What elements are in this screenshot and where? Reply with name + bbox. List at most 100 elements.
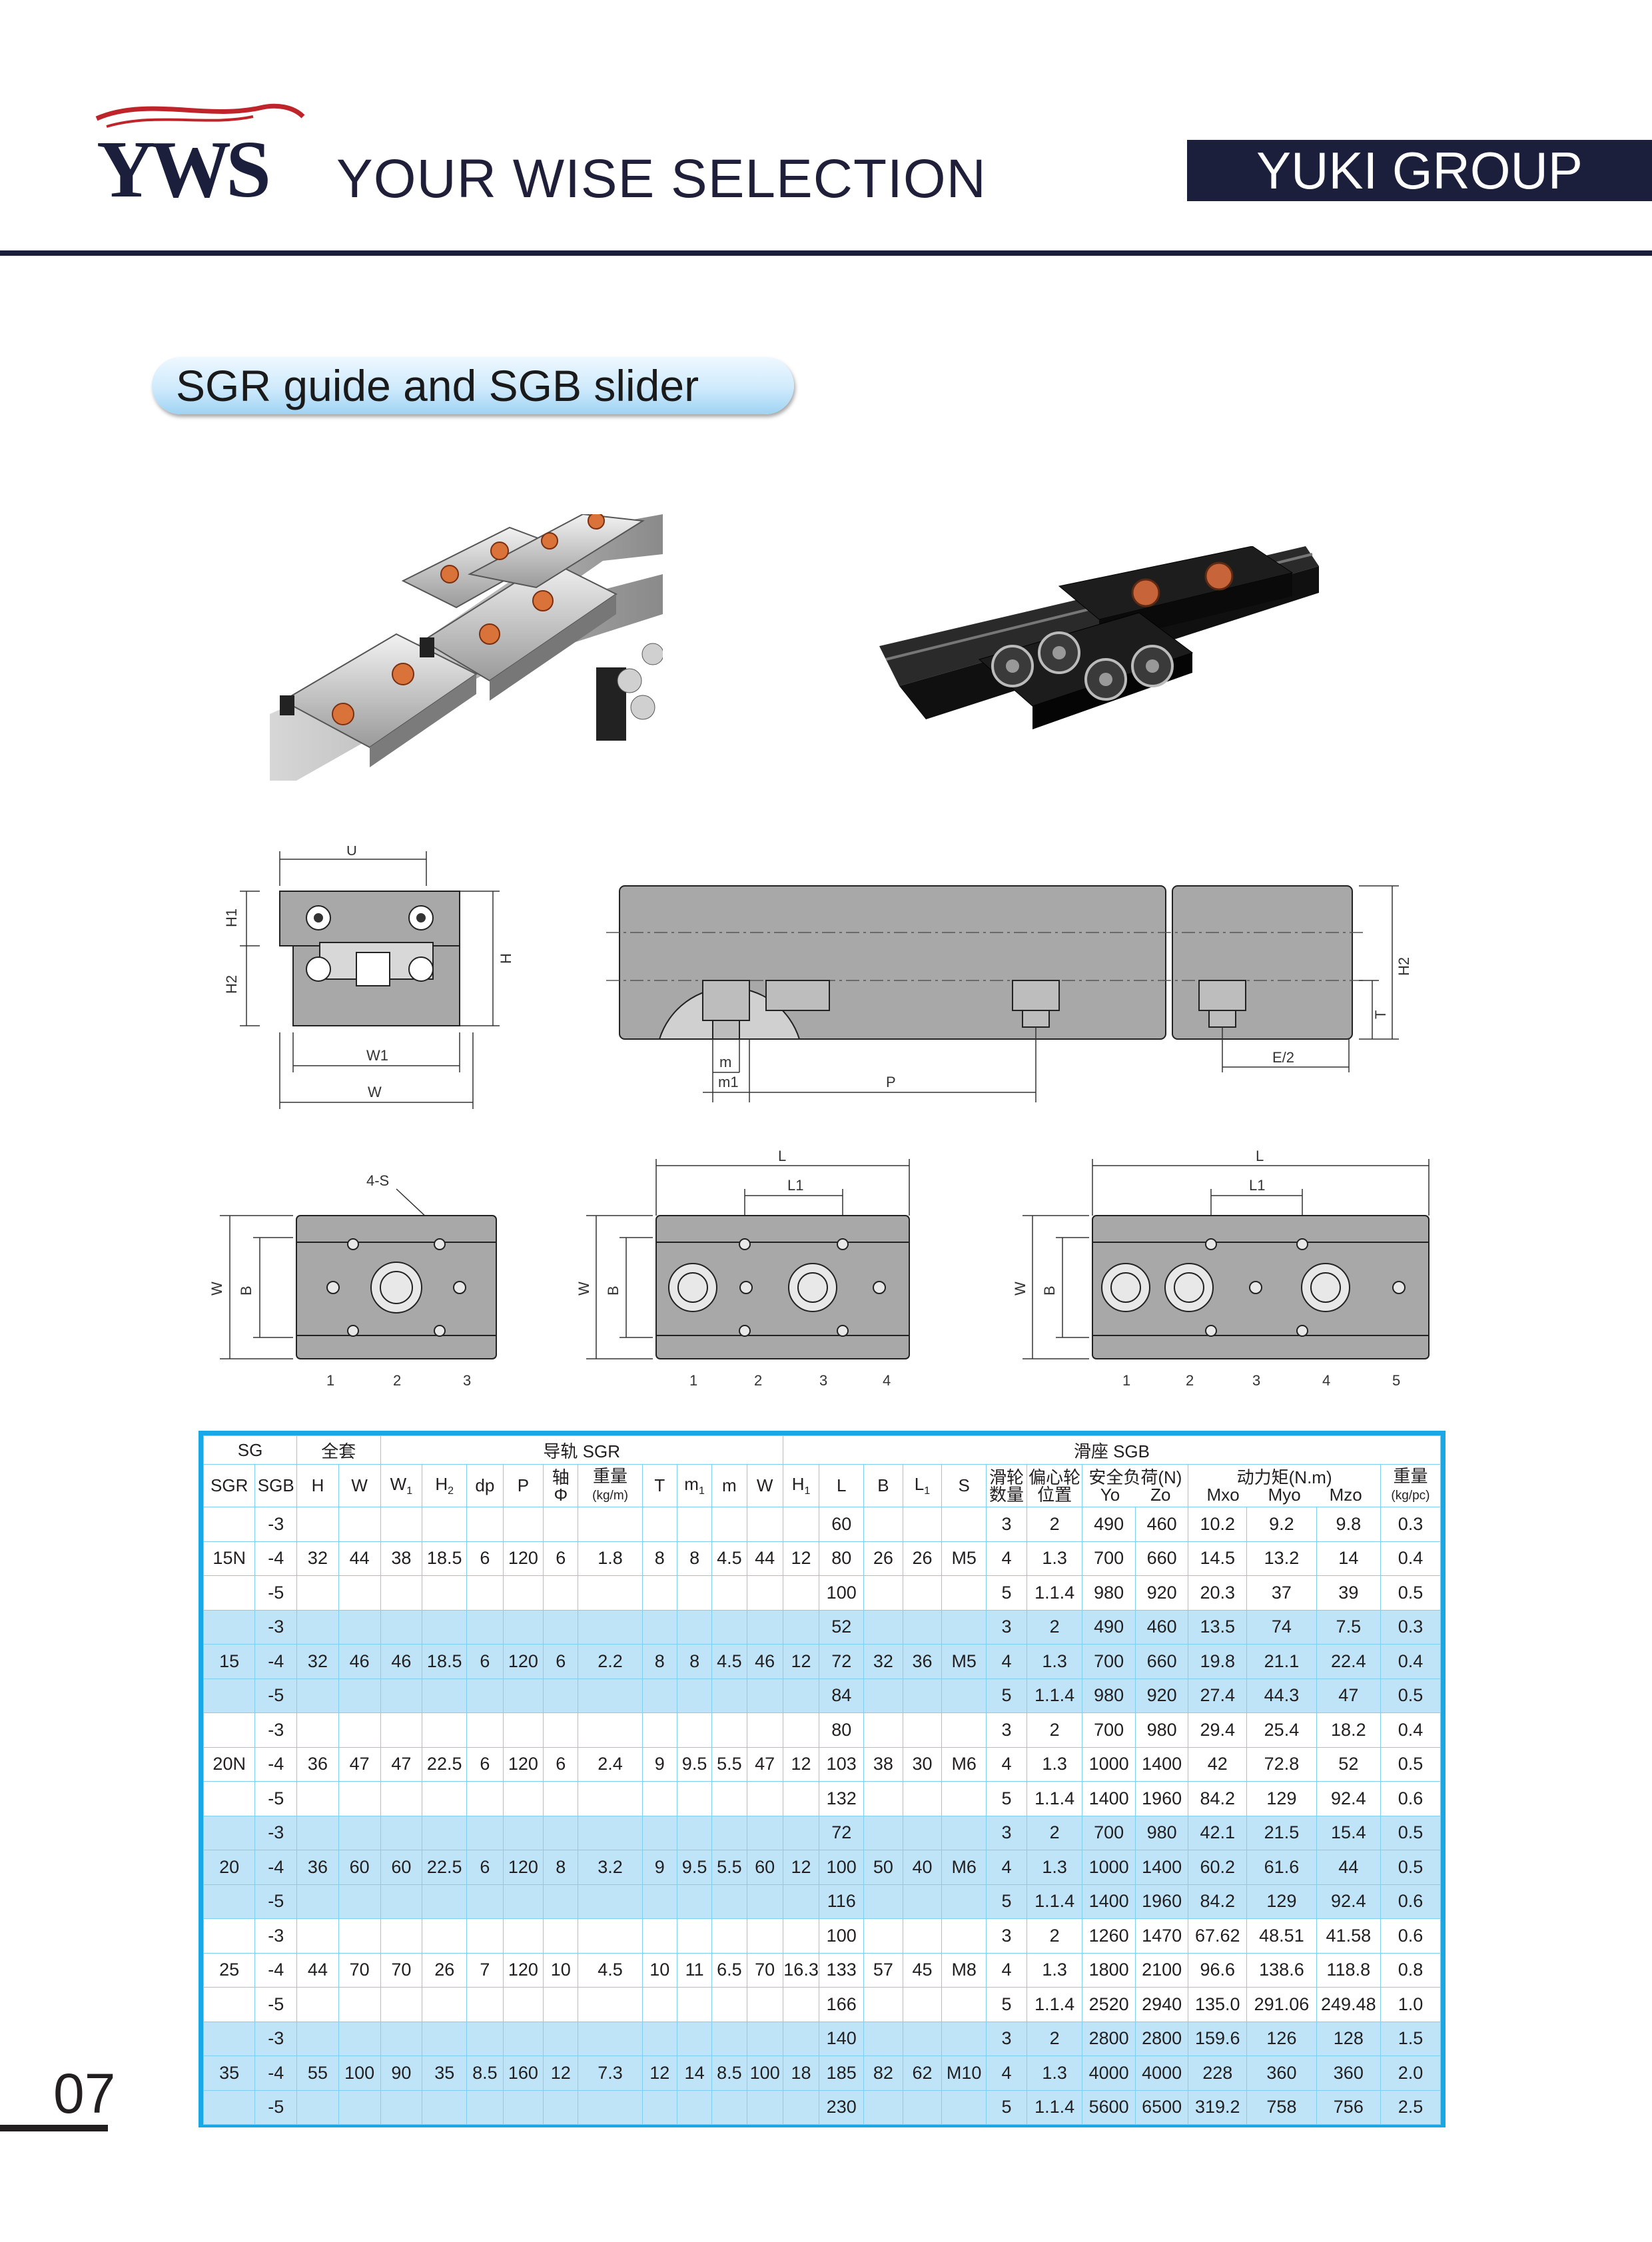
cell-l: 80 — [819, 1541, 865, 1576]
cell-s — [941, 1609, 987, 1645]
cell-yo: 4000 — [1082, 2055, 1136, 2091]
cell-m — [711, 1918, 747, 1954]
cell-w — [338, 1918, 381, 1954]
cell-shaft — [543, 1678, 579, 1713]
cell-m: 4.5 — [711, 1541, 747, 1576]
cell-sgr: 20 — [203, 1850, 256, 1885]
cell-p — [502, 1884, 544, 1919]
cell-m — [711, 1507, 747, 1542]
cell-h — [296, 1575, 339, 1611]
cell-w1: 70 — [380, 1952, 423, 1988]
cell-h2 — [422, 1609, 468, 1645]
cell-mzo: 360 — [1316, 2055, 1381, 2091]
cell-m1: 9.5 — [676, 1850, 713, 1885]
cell-h — [296, 2089, 339, 2125]
cell-mxo: 42 — [1188, 1746, 1248, 1782]
cell-mzo: 249.48 — [1316, 1987, 1381, 2022]
cell-dp: 6 — [466, 1850, 504, 1885]
cell-m — [711, 1884, 747, 1919]
cell-n: 4 — [986, 1541, 1027, 1576]
cell-w — [338, 2089, 381, 2125]
cell-l: 140 — [819, 2021, 865, 2056]
cell-l: 100 — [819, 1850, 865, 1885]
cell-zo: 920 — [1134, 1678, 1189, 1713]
cell-weight — [578, 1987, 643, 2022]
cell-w — [338, 1987, 381, 2022]
col-h2: H2 — [422, 1464, 468, 1507]
cell-sgr — [203, 1575, 256, 1611]
cell-l: 230 — [819, 2089, 865, 2125]
svg-text:U: U — [346, 846, 357, 859]
cell-s — [941, 1712, 987, 1748]
cell-w: 100 — [338, 2055, 381, 2091]
slider-4-roller-drawing: L L1 W B 1 2 3 4 — [570, 1142, 929, 1402]
cell-b — [863, 2021, 903, 2056]
table-group-header-row: SG 全套 导轨 SGR 滑座 SGB — [203, 1435, 1442, 1465]
cell-m1: 8 — [676, 1541, 713, 1576]
svg-text:W: W — [576, 1282, 592, 1296]
cell-mxo: 319.2 — [1188, 2089, 1248, 2125]
cell-zo: 460 — [1134, 1609, 1189, 1645]
cell-ecc: 2 — [1026, 1918, 1083, 1954]
cell-b — [863, 1987, 903, 2022]
cell-mxo: 29.4 — [1188, 1712, 1248, 1748]
cell-mzo: 14 — [1316, 1541, 1381, 1576]
cell-sgr: 15 — [203, 1644, 256, 1679]
cell-mzo: 118.8 — [1316, 1952, 1381, 1988]
cell-h — [296, 1678, 339, 1713]
cell-b — [863, 1507, 903, 1542]
cell-wt: 0.8 — [1380, 1952, 1442, 1988]
cell-wt: 0.5 — [1380, 1815, 1442, 1850]
cell-w1 — [380, 1507, 423, 1542]
cell-b: 32 — [863, 1644, 903, 1679]
cell-n: 5 — [986, 1678, 1027, 1713]
cell-mzo: 9.8 — [1316, 1507, 1381, 1542]
cell-hs1 — [782, 2021, 820, 2056]
cell-ecc: 2 — [1026, 1712, 1083, 1748]
cell-weight — [578, 1918, 643, 1954]
cell-t — [641, 2021, 677, 2056]
cell-b: 26 — [863, 1541, 903, 1576]
cell-sgb: -3 — [254, 1815, 298, 1850]
cell-zo: 2940 — [1134, 1987, 1189, 2022]
cell-t: 9 — [641, 1746, 677, 1782]
col-l1: L1 — [902, 1464, 943, 1507]
cell-ecc: 1.3 — [1026, 1746, 1083, 1782]
cell-shaft — [543, 1609, 579, 1645]
cell-m1: 8 — [676, 1644, 713, 1679]
cell-wt: 0.6 — [1380, 1781, 1442, 1816]
cell-myo: 44.3 — [1246, 1678, 1317, 1713]
cell-m1 — [676, 1575, 713, 1611]
cell-mzo: 39 — [1316, 1575, 1381, 1611]
cell-sgr: 15N — [203, 1541, 256, 1576]
cell-shaft: 12 — [543, 2055, 579, 2091]
cell-sgb: -5 — [254, 2089, 298, 2125]
cell-myo: 129 — [1246, 1781, 1317, 1816]
svg-text:2: 2 — [1186, 1372, 1194, 1389]
cell-m: 5.5 — [711, 1850, 747, 1885]
svg-text:m: m — [719, 1054, 731, 1070]
cell-w1 — [380, 1781, 423, 1816]
cell-hs1: 12 — [782, 1850, 820, 1885]
cell-h: 32 — [296, 1541, 339, 1576]
cell-weight: 1.8 — [578, 1541, 643, 1576]
cell-w1: 47 — [380, 1746, 423, 1782]
col-m1: m1 — [676, 1464, 713, 1507]
cell-h2: 18.5 — [422, 1541, 468, 1576]
cell-dp — [466, 1678, 504, 1713]
cell-h: 44 — [296, 1952, 339, 1988]
cell-b: 57 — [863, 1952, 903, 1988]
cell-p: 120 — [502, 1644, 544, 1679]
cell-dp — [466, 1987, 504, 2022]
cell-wt: 0.5 — [1380, 1850, 1442, 1885]
cell-n: 4 — [986, 1850, 1027, 1885]
cell-mxo: 159.6 — [1188, 2021, 1248, 2056]
cell-hs1 — [782, 1781, 820, 1816]
cell-dp: 6 — [466, 1746, 504, 1782]
cell-dp — [466, 1781, 504, 1816]
